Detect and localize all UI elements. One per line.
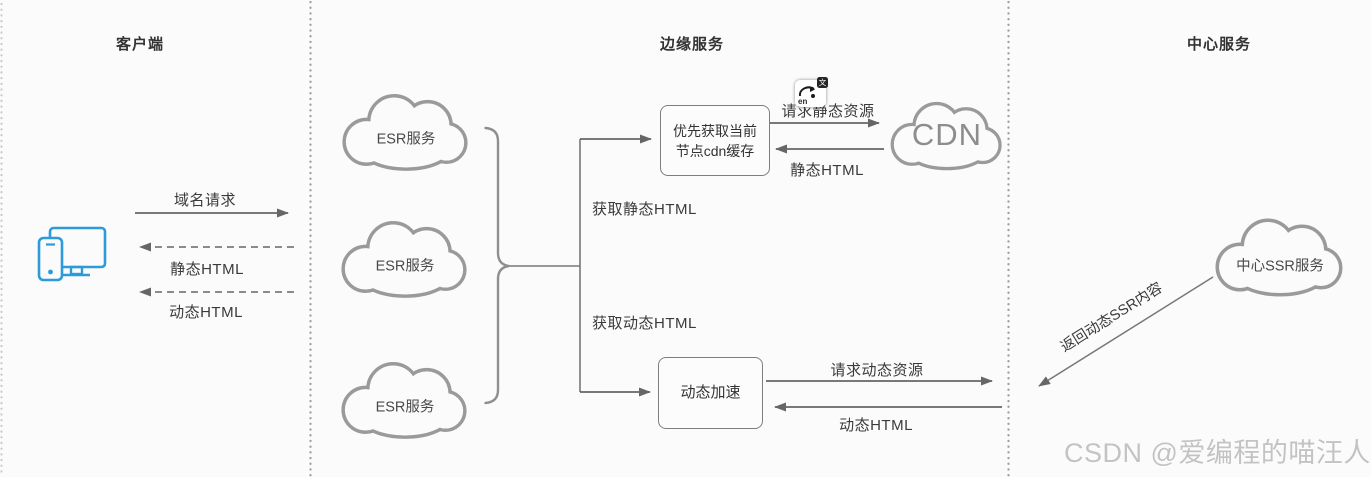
esr-cloud-2: ESR服务 <box>336 211 474 301</box>
static-html-return-label: 静态HTML <box>790 162 864 179</box>
translate-extension-icon[interactable]: en 文 <box>795 77 828 107</box>
dynamic-accel-box: 动态加速 <box>658 357 763 429</box>
cdn-cache-box-line1: 优先获取当前 <box>673 122 757 139</box>
cloud-icon <box>342 94 468 171</box>
client-device-icon <box>37 226 107 282</box>
return-dynamic-ssr-arrow <box>1038 276 1214 387</box>
dynamic-html-return-label: 动态HTML <box>839 417 913 434</box>
request-static-label: 请求静态资源 <box>781 103 875 120</box>
get-static-html-label: 获取静态HTML <box>592 201 697 218</box>
cdn-cloud: CDN <box>886 91 1008 175</box>
cloud-icon <box>1215 218 1343 297</box>
dynamic-html-client-label: 动态HTML <box>169 304 243 321</box>
esr-cloud-1-label: ESR服务 <box>376 131 436 148</box>
central-ssr-cloud: 中心SSR服务 <box>1210 208 1350 300</box>
dynamic-accel-box-label: 动态加速 <box>680 384 741 401</box>
esr-cloud-1: ESR服务 <box>337 84 475 174</box>
client-section-title: 客户端 <box>115 36 164 53</box>
edge-section-title: 边缘服务 <box>659 36 724 53</box>
central-ssr-cloud-label: 中心SSR服务 <box>1236 258 1324 275</box>
request-dynamic-label: 请求动态资源 <box>830 362 924 379</box>
esr-group-brace <box>484 126 510 405</box>
esr-cloud-3-label: ESR服务 <box>375 399 435 416</box>
cdn-cache-box-line2: 节点cdn缓存 <box>675 142 755 159</box>
cloud-icon <box>341 362 467 439</box>
esr-cloud-2-label: ESR服务 <box>375 258 435 275</box>
domain-request-label: 域名请求 <box>173 192 236 209</box>
cdn-cache-box: 优先获取当前 节点cdn缓存 <box>660 105 770 176</box>
cloud-icon <box>890 101 1002 171</box>
esr-cloud-3: ESR服务 <box>336 352 474 442</box>
translate-badge: 文 <box>817 77 828 88</box>
central-section-title: 中心服务 <box>1186 36 1251 53</box>
swap-arrows-icon <box>798 86 815 98</box>
cdn-cloud-label: CDN <box>911 116 983 152</box>
get-dynamic-html-label: 获取动态HTML <box>592 315 697 332</box>
static-html-client-label: 静态HTML <box>170 261 244 278</box>
translate-lang-label: en <box>798 97 808 106</box>
cloud-icon <box>341 221 467 298</box>
csdn-watermark: CSDN @爱编程的喵汪人 <box>1064 438 1371 468</box>
